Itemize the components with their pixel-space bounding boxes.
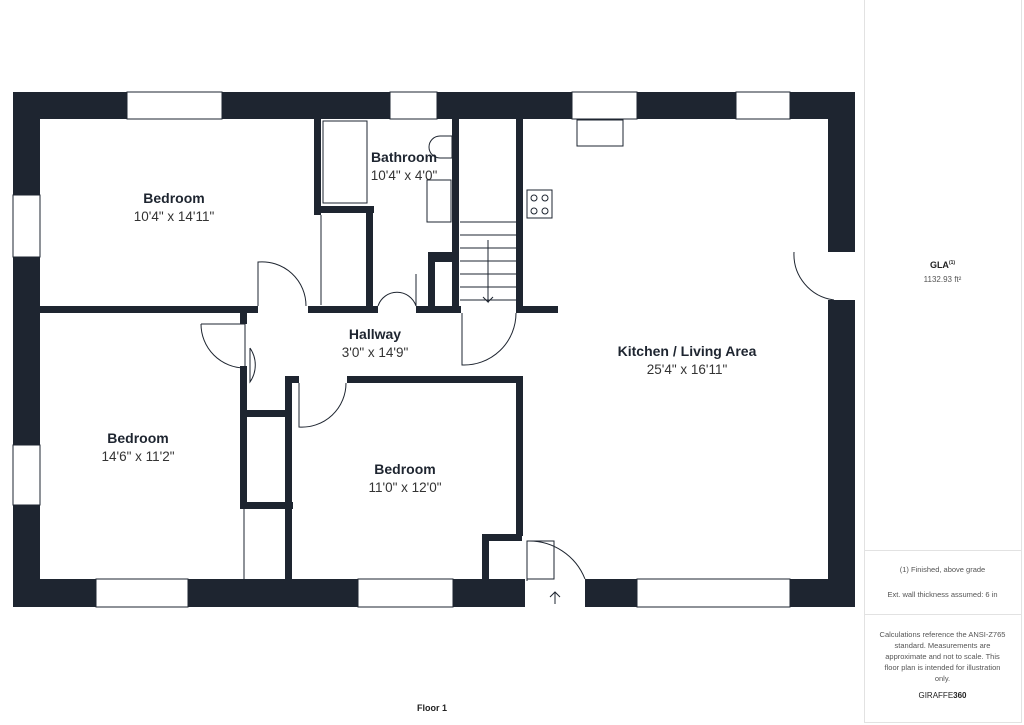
- room-dimensions: 14'6" x 11'2": [101, 449, 175, 464]
- room-dimensions: 10'4" x 14'11": [133, 209, 215, 224]
- divider: [864, 614, 1021, 615]
- brand-number: 360: [953, 691, 967, 700]
- gla-label-text: GLA: [929, 260, 949, 270]
- brand-logo: GIRAFFE360: [864, 690, 1021, 701]
- room-label-bathroom: Bathroom 10'4" x 4'0": [371, 149, 438, 183]
- room-label-bedroom-1: Bedroom 10'4" x 14'11": [134, 190, 215, 224]
- room-name: Hallway: [348, 326, 402, 342]
- room-dimensions: 11'0" x 12'0": [368, 480, 442, 495]
- room-label-hallway: Hallway 3'0" x 14'9": [342, 326, 409, 360]
- gla-label: GLA(1): [864, 258, 1021, 271]
- floor-plan: [12, 91, 855, 608]
- room-name: Bathroom: [370, 149, 438, 165]
- disclaimer: Calculations reference the ANSI-Z765 sta…: [879, 630, 1006, 683]
- windows: [12, 91, 791, 608]
- room-label-kitchen-living: Kitchen / Living Area 25'4" x 16'11": [618, 343, 757, 377]
- brand-text: GIRAFFE: [918, 691, 954, 700]
- room-dimensions: 10'4" x 4'0": [370, 168, 438, 183]
- room-label-bedroom-2: Bedroom 14'6" x 11'2": [101, 430, 174, 464]
- room-name: Bedroom: [374, 461, 436, 477]
- note-wall-thickness: Ext. wall thickness assumed: 6 in: [887, 590, 998, 599]
- room-dimensions: 25'4" x 16'11": [646, 362, 728, 377]
- room-name: Bedroom: [143, 190, 205, 206]
- gla-value: 1132.93 ft²: [923, 275, 962, 284]
- note-finished: (1) Finished, above grade: [899, 565, 986, 574]
- room-name: Bedroom: [107, 430, 169, 446]
- room-name: Kitchen / Living Area: [617, 343, 757, 359]
- room-dimensions: 3'0" x 14'9": [341, 345, 409, 360]
- floor-label: Floor 1: [416, 703, 448, 713]
- info-panel: [864, 0, 1022, 723]
- fixtures-doors: [200, 119, 835, 604]
- room-label-bedroom-3: Bedroom 11'0" x 12'0": [368, 461, 441, 495]
- divider: [864, 550, 1021, 551]
- gla-superscript: (1): [948, 260, 956, 266]
